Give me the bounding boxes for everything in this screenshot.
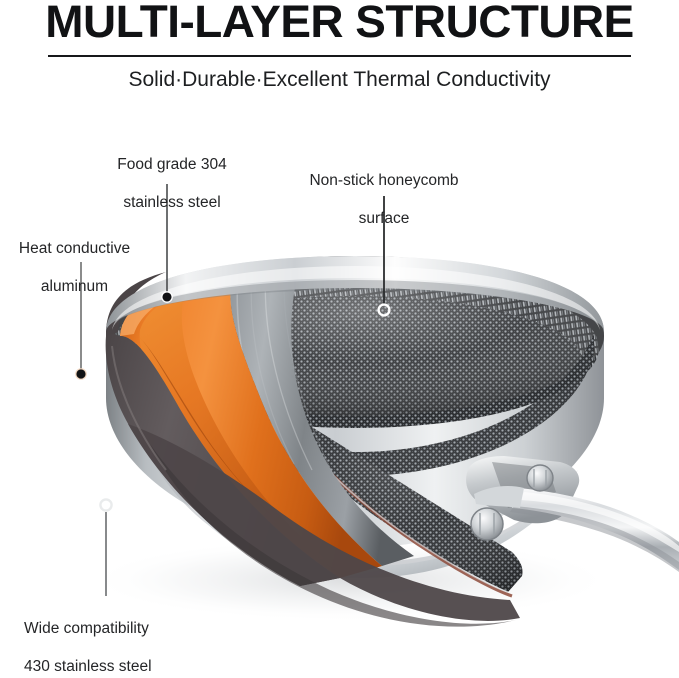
callout-label-non-stick-honeycomb: Non-stick honeycomb surface bbox=[288, 152, 480, 247]
callout-line-1: Food grade 304 bbox=[117, 156, 227, 173]
callout-label-wide-compatibility-430: Wide compatibility 430 stainless steel bbox=[24, 600, 224, 678]
callout-line-2: surface bbox=[358, 210, 410, 227]
page-subtitle: Solid·Durable·Excellent Thermal Conducti… bbox=[128, 68, 551, 91]
leader-endpoint-open-circle bbox=[377, 303, 391, 317]
callout-line-2: aluminum bbox=[40, 278, 109, 295]
leader-line-wide-compatibility-430 bbox=[99, 498, 113, 596]
callout-line-2: 430 stainless steel bbox=[24, 658, 152, 675]
callout-label-heat-conductive-aluminum: Heat conductive aluminum bbox=[2, 220, 147, 315]
leader-line-heat-conductive-aluminum bbox=[75, 262, 87, 380]
leader-line-food-grade-304 bbox=[161, 184, 173, 303]
leader-line-non-stick-honeycomb bbox=[377, 196, 391, 317]
title-divider bbox=[48, 55, 631, 57]
callout-label-food-grade-304: Food grade 304 stainless steel bbox=[92, 136, 252, 231]
callout-line-1: Heat conductive bbox=[18, 240, 131, 257]
leader-endpoint-filled-dot bbox=[75, 368, 87, 380]
leader-endpoint-filled-dot bbox=[161, 291, 173, 303]
page-title: MULTI-LAYER STRUCTURE bbox=[45, 0, 634, 47]
leader-endpoint-open-circle bbox=[99, 498, 113, 512]
callout-line-2: stainless steel bbox=[123, 194, 221, 211]
header: MULTI-LAYER STRUCTURE Solid·Durable·Exce… bbox=[0, 0, 679, 105]
callout-line-1: Wide compatibility bbox=[24, 620, 149, 637]
callout-line-1: Non-stick honeycomb bbox=[309, 172, 459, 189]
